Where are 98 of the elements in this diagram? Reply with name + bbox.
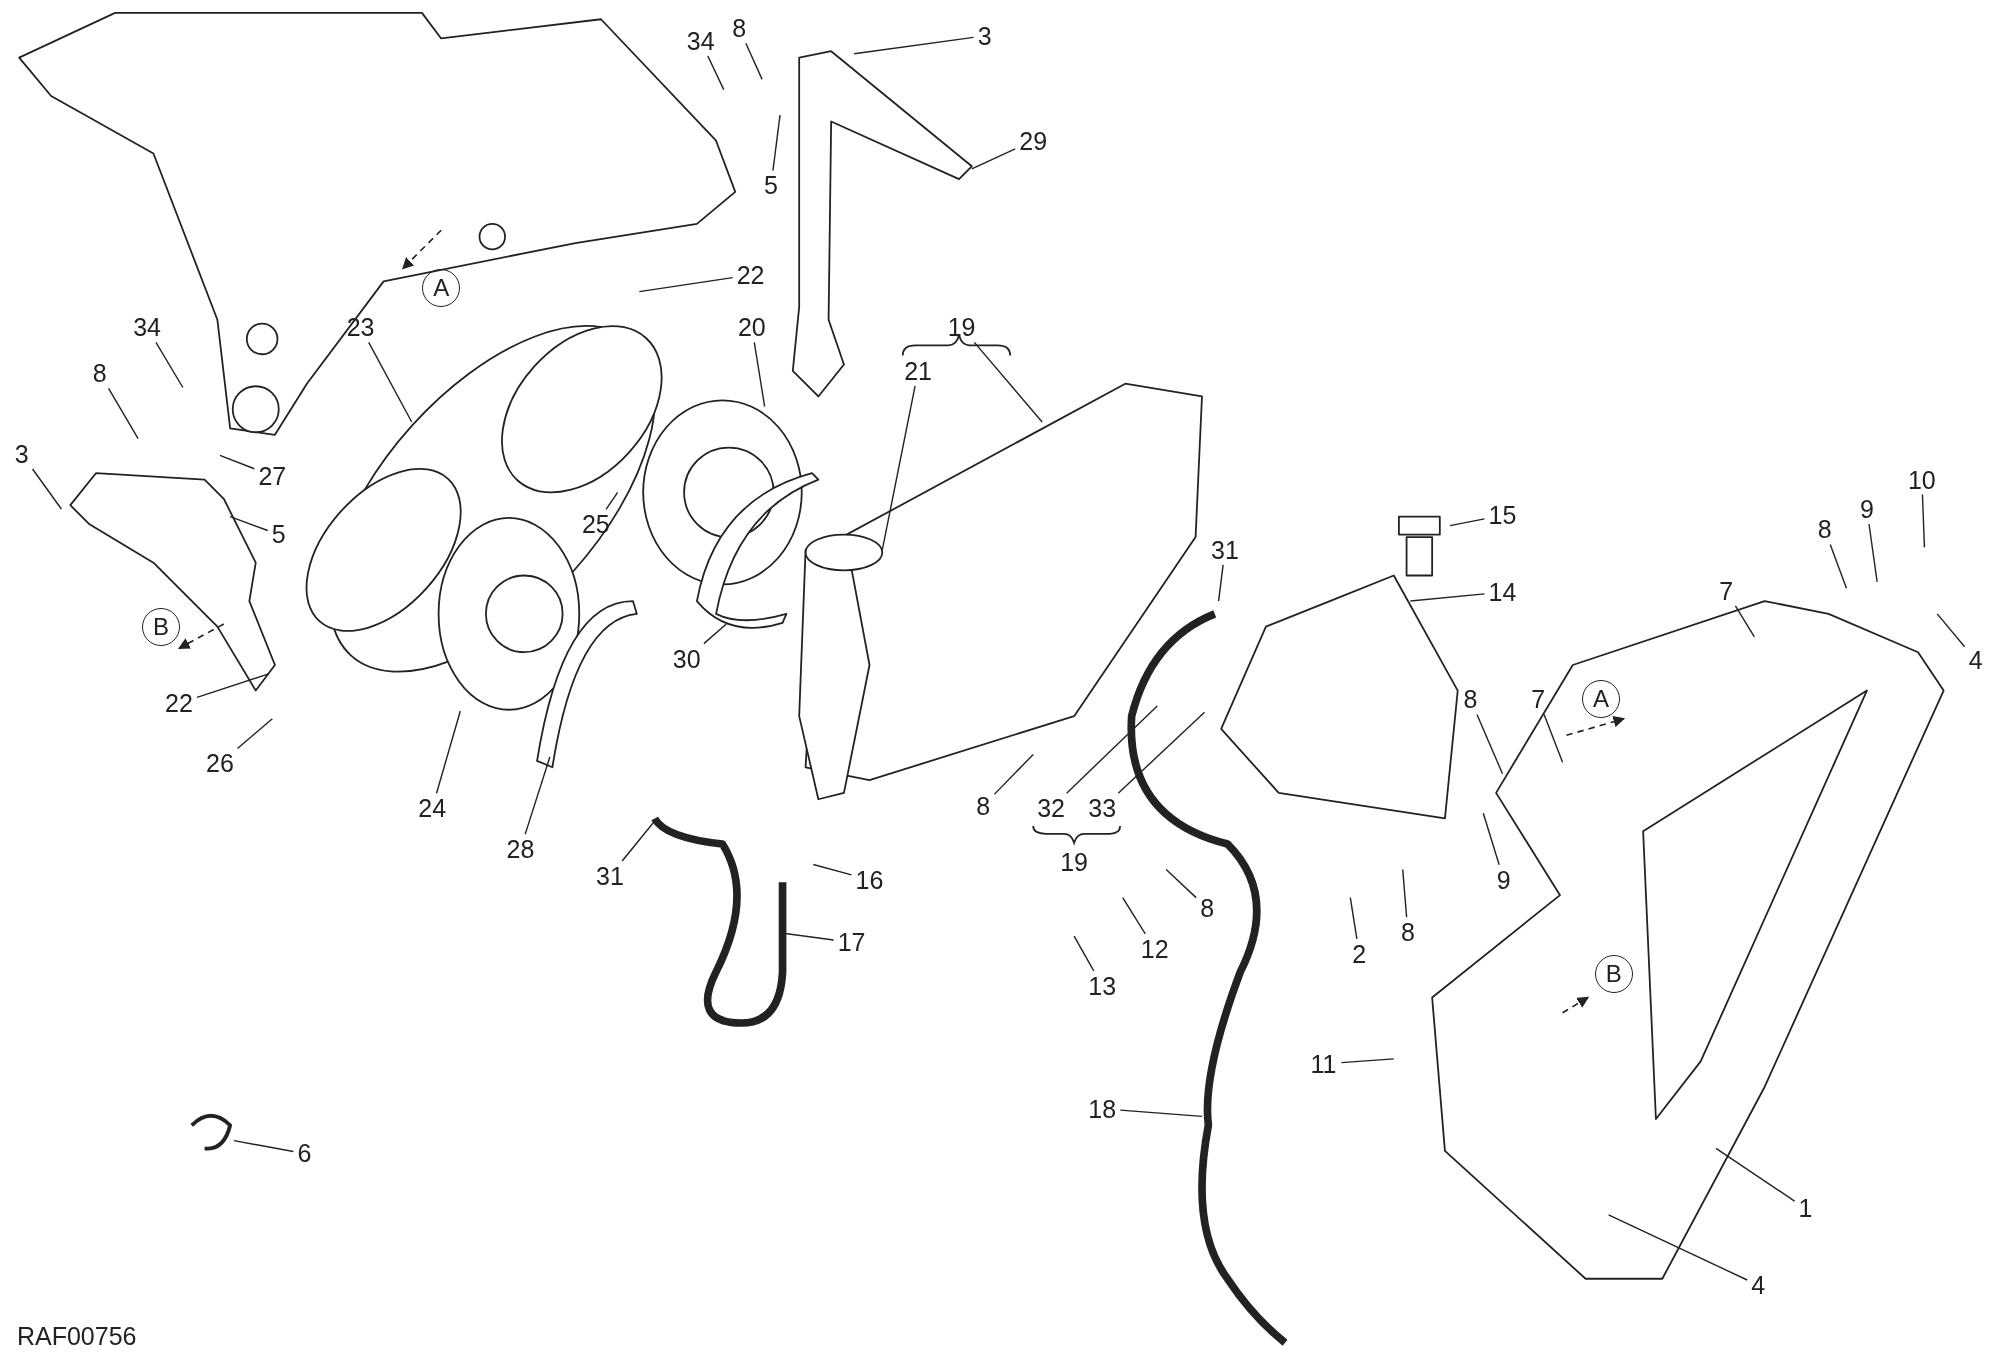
- leader-line: [1607, 1214, 1748, 1281]
- callout-number: 4: [1751, 1270, 1766, 1301]
- leader-line: [638, 276, 734, 293]
- callout-number: 27: [258, 460, 287, 491]
- leader-line: [1340, 1058, 1395, 1064]
- drawing-code: RAF00756: [16, 1321, 137, 1352]
- leader-line: [435, 710, 462, 794]
- leader-line: [707, 55, 725, 91]
- leader-line: [219, 454, 256, 470]
- leader-line: [155, 341, 184, 389]
- callout-number: 13: [1088, 970, 1117, 1001]
- callout-number: 28: [506, 834, 535, 865]
- callout-number: 9: [1859, 493, 1874, 524]
- callout-number: 30: [672, 643, 701, 674]
- leader-line: [973, 341, 1043, 423]
- callout-number: 8: [732, 13, 747, 44]
- callout-number: 17: [837, 927, 866, 958]
- leader-line: [1402, 868, 1408, 918]
- leader-line: [1122, 897, 1146, 935]
- leader-line: [745, 42, 763, 81]
- leader-line: [1734, 605, 1756, 638]
- leader-line: [229, 515, 269, 532]
- callout-number: 34: [133, 312, 161, 343]
- callout-number: 5: [271, 519, 286, 550]
- callout-number: 3: [977, 20, 992, 51]
- callout-number: 18: [1088, 1093, 1117, 1124]
- leader-line: [1921, 493, 1926, 549]
- leader-line: [1543, 713, 1564, 763]
- callout-number: 8: [1817, 514, 1832, 545]
- leader-line: [993, 753, 1034, 796]
- leader-line: [196, 673, 270, 699]
- callout-number: 2: [1352, 938, 1367, 969]
- callout-number: 8: [976, 790, 991, 821]
- leader-line: [107, 387, 139, 440]
- leader-line: [772, 114, 781, 172]
- callout-number: 31: [1211, 534, 1239, 565]
- leader-line: [1482, 812, 1500, 866]
- callout-number: 4: [1968, 644, 1983, 675]
- callout-number: 25: [581, 509, 610, 540]
- callout-number: 21: [904, 355, 932, 386]
- callout-number: 23: [346, 312, 375, 343]
- callout-number: 15: [1488, 500, 1517, 531]
- callout-number: 19: [947, 312, 976, 343]
- callout-number: 11: [1310, 1048, 1337, 1079]
- leader-line: [1117, 711, 1206, 794]
- leader-line: [971, 148, 1016, 170]
- leader-line: [812, 863, 853, 876]
- leader-line: [1449, 518, 1486, 527]
- leader-line: [1073, 935, 1095, 972]
- leader-line: [621, 820, 656, 862]
- leader-line: [881, 385, 916, 551]
- callout-number: 22: [736, 259, 765, 290]
- leader-line: [1217, 564, 1224, 602]
- callout-number: 16: [855, 864, 884, 895]
- callout-number: 24: [418, 793, 447, 824]
- callout-number: 20: [737, 312, 766, 343]
- leader-line: [605, 491, 619, 511]
- callout-number: 26: [206, 748, 234, 779]
- leader-line: [1065, 705, 1158, 794]
- callout-number: 31: [596, 860, 624, 891]
- callout-number: 10: [1907, 464, 1936, 495]
- callout-number: 7: [1719, 575, 1734, 606]
- callout-number: 34: [686, 25, 715, 56]
- callout-number: 12: [1140, 933, 1169, 964]
- leader-line: [233, 1139, 295, 1153]
- leader-line: [236, 718, 274, 750]
- callout-number: 8: [92, 358, 107, 389]
- leader-line: [703, 623, 727, 645]
- leader-line: [1476, 713, 1504, 775]
- leader-line: [853, 36, 975, 55]
- callout-number: 5: [764, 170, 778, 201]
- leader-line: [1936, 613, 1966, 648]
- leader-line: [31, 468, 63, 510]
- callout-number: 1: [1798, 1193, 1813, 1224]
- callout-number: 22: [165, 688, 193, 719]
- callout-number: 6: [297, 1138, 312, 1169]
- leader-line: [524, 756, 551, 835]
- leader-line: [784, 932, 835, 941]
- callout-number: 19: [1060, 846, 1088, 877]
- leader-line: [753, 341, 766, 408]
- callout-number: 14: [1488, 577, 1517, 608]
- leader-line: [1829, 543, 1848, 589]
- callout-number: 7: [1531, 684, 1546, 715]
- callout-number: 32: [1037, 793, 1065, 824]
- leader-line: [1165, 868, 1197, 899]
- callout-number: 8: [1463, 684, 1478, 715]
- leader-line: [1715, 1147, 1796, 1202]
- leader-line: [368, 341, 413, 423]
- callout-number: 9: [1496, 864, 1511, 895]
- leader-line: [1409, 593, 1486, 602]
- callout-number: 8: [1200, 892, 1215, 923]
- callout-number: 29: [1019, 125, 1048, 156]
- leader-line: [1119, 1109, 1203, 1118]
- leader-line: [1349, 897, 1358, 940]
- callout-number: 33: [1088, 793, 1117, 824]
- callout-number: 8: [1400, 917, 1415, 948]
- leader-line: [1868, 523, 1878, 583]
- callout-number: 3: [14, 438, 29, 469]
